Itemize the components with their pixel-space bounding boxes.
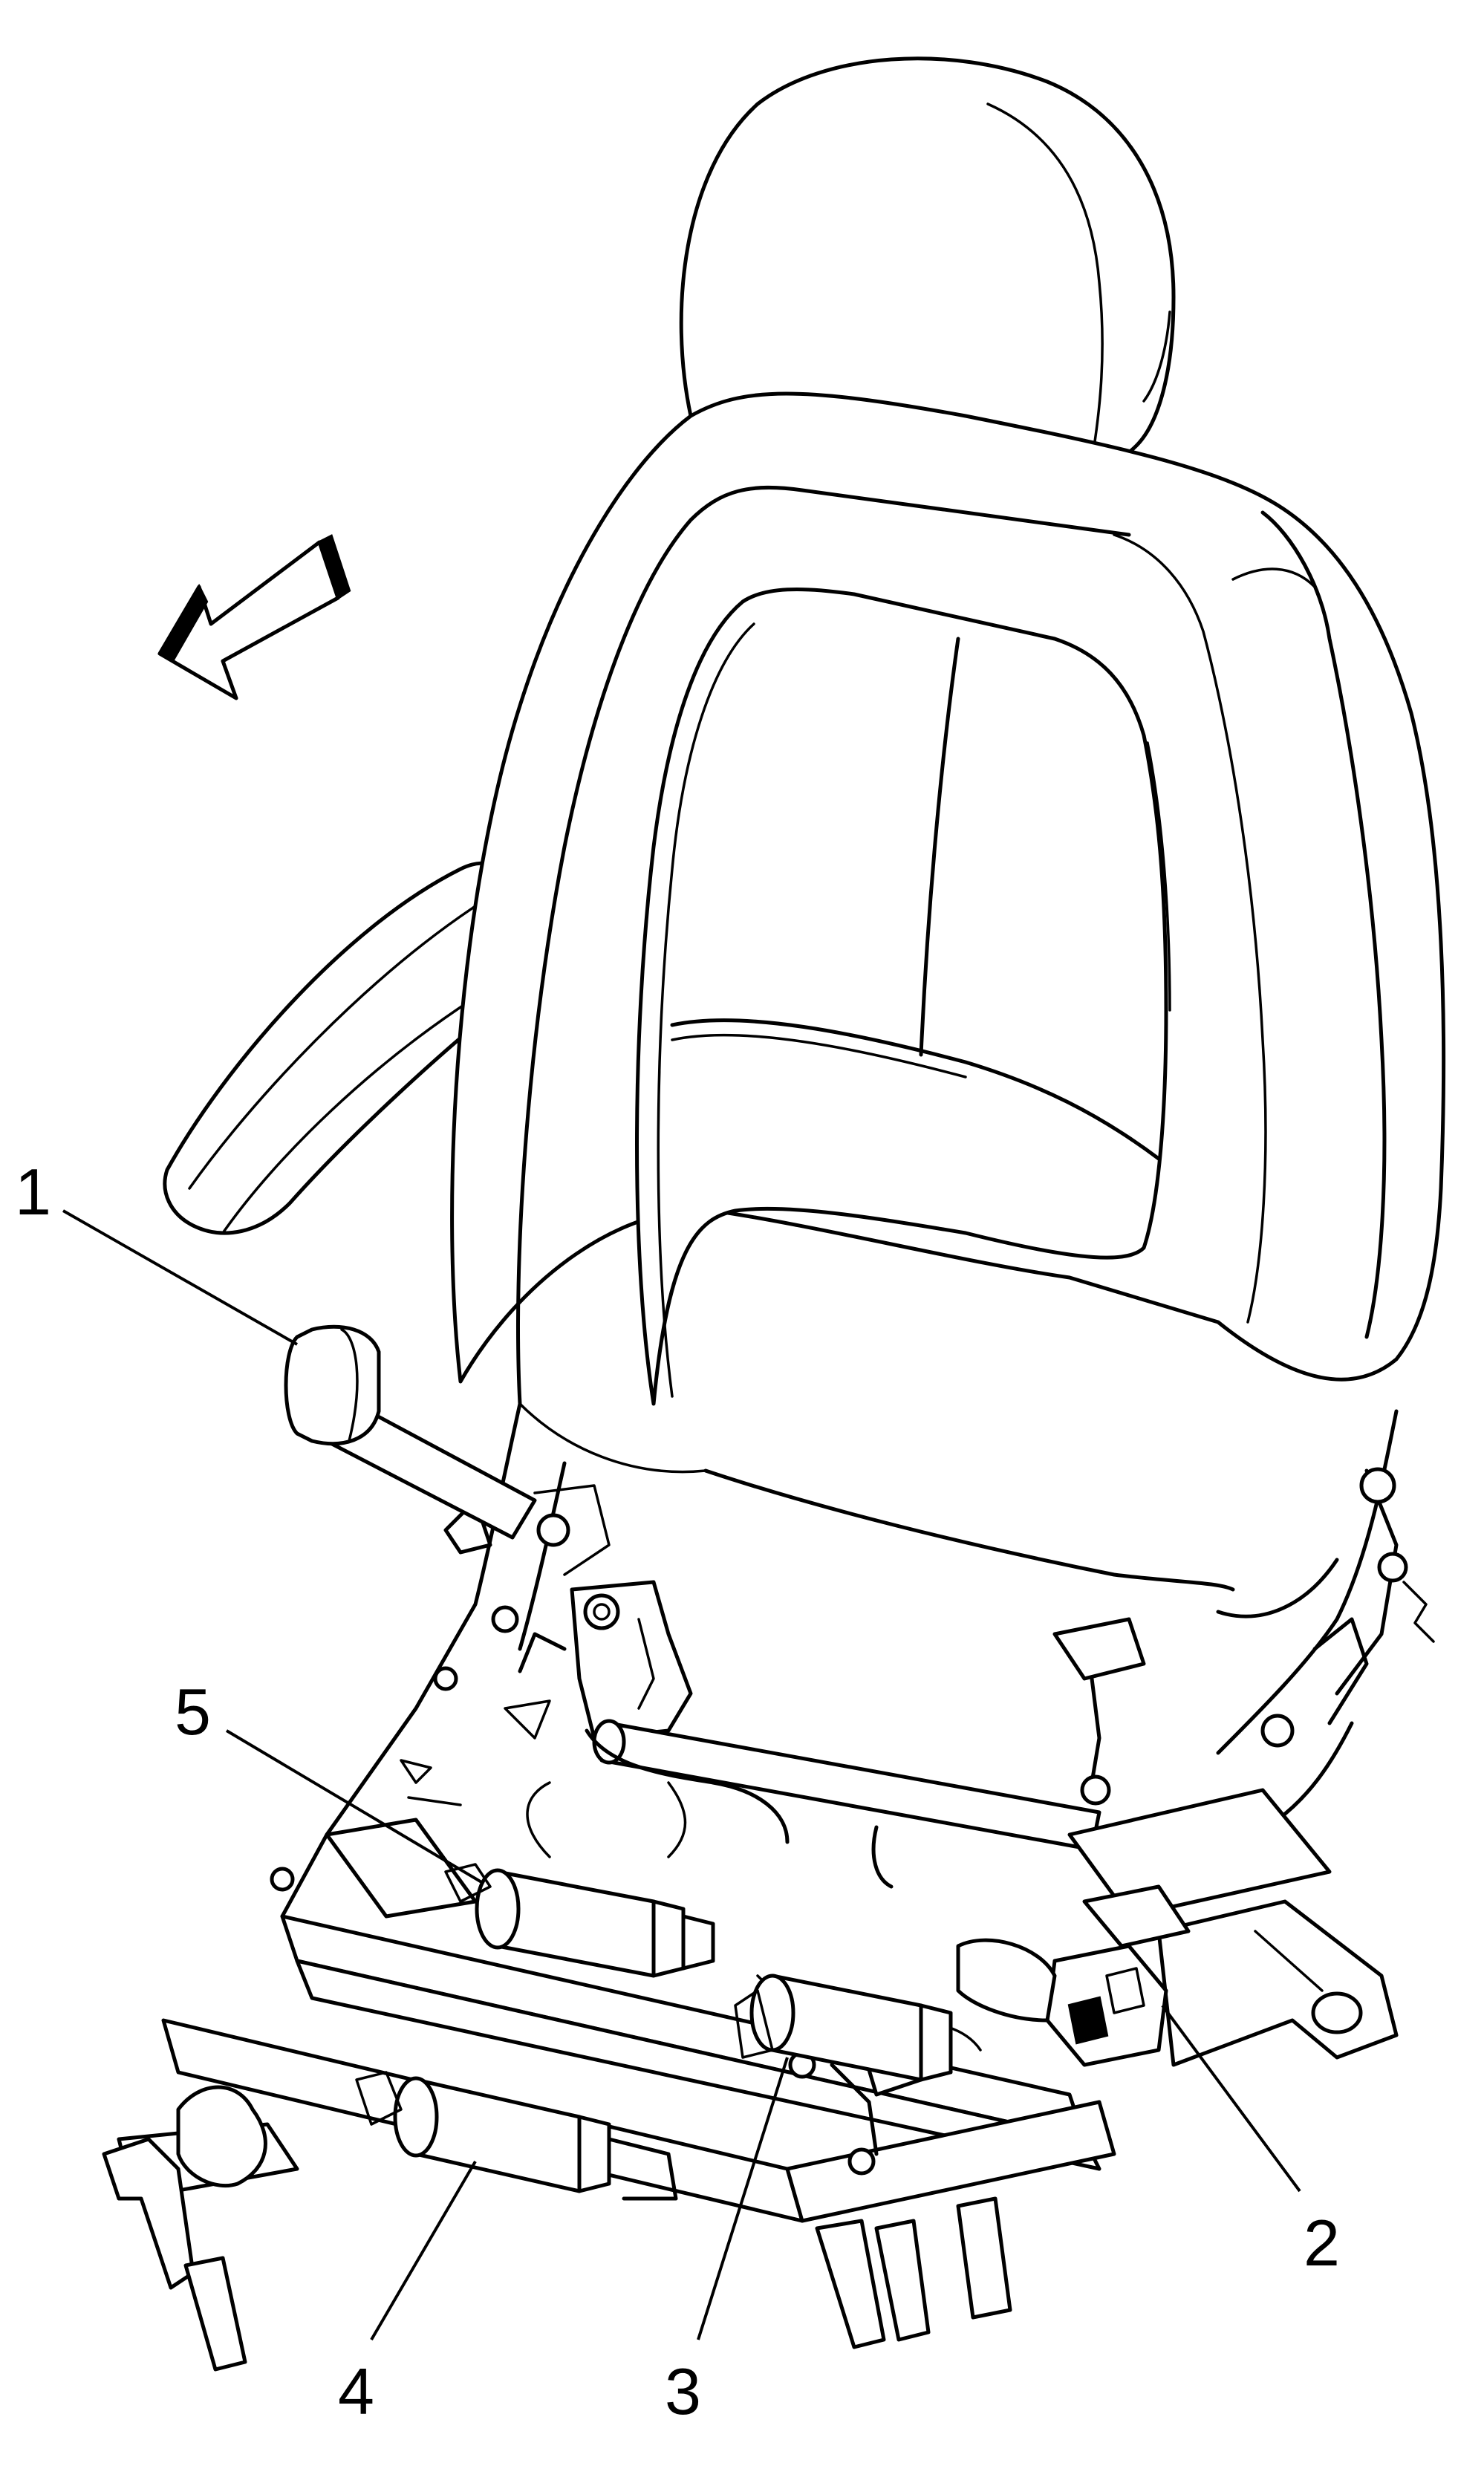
seat-adjuster-motor-middle <box>734 1974 953 2082</box>
leader-line-2 <box>1161 2004 1301 2193</box>
seat-adjuster-control-module <box>956 1884 1191 2067</box>
leader-line-4 <box>370 2160 477 2341</box>
leader-line-5 <box>225 1729 484 1884</box>
callout-1: 1 <box>15 1155 51 1229</box>
armrest <box>163 861 515 1235</box>
front-direction-arrow-icon <box>157 534 351 700</box>
seatback <box>450 391 1446 1618</box>
callout-2: 2 <box>1304 2206 1340 2280</box>
callout-3: 3 <box>665 2355 701 2428</box>
recliner-handle <box>284 1324 537 1540</box>
callout-4: 4 <box>338 2355 374 2428</box>
seat-adjuster-motor-rear <box>355 2071 678 2201</box>
leader-line-3 <box>697 2057 789 2340</box>
seat-adjuster-motor-front <box>444 1863 715 1978</box>
seat-frame <box>102 1402 1435 2372</box>
callout-5: 5 <box>175 1675 211 1748</box>
leader-line-1 <box>62 1209 298 1346</box>
